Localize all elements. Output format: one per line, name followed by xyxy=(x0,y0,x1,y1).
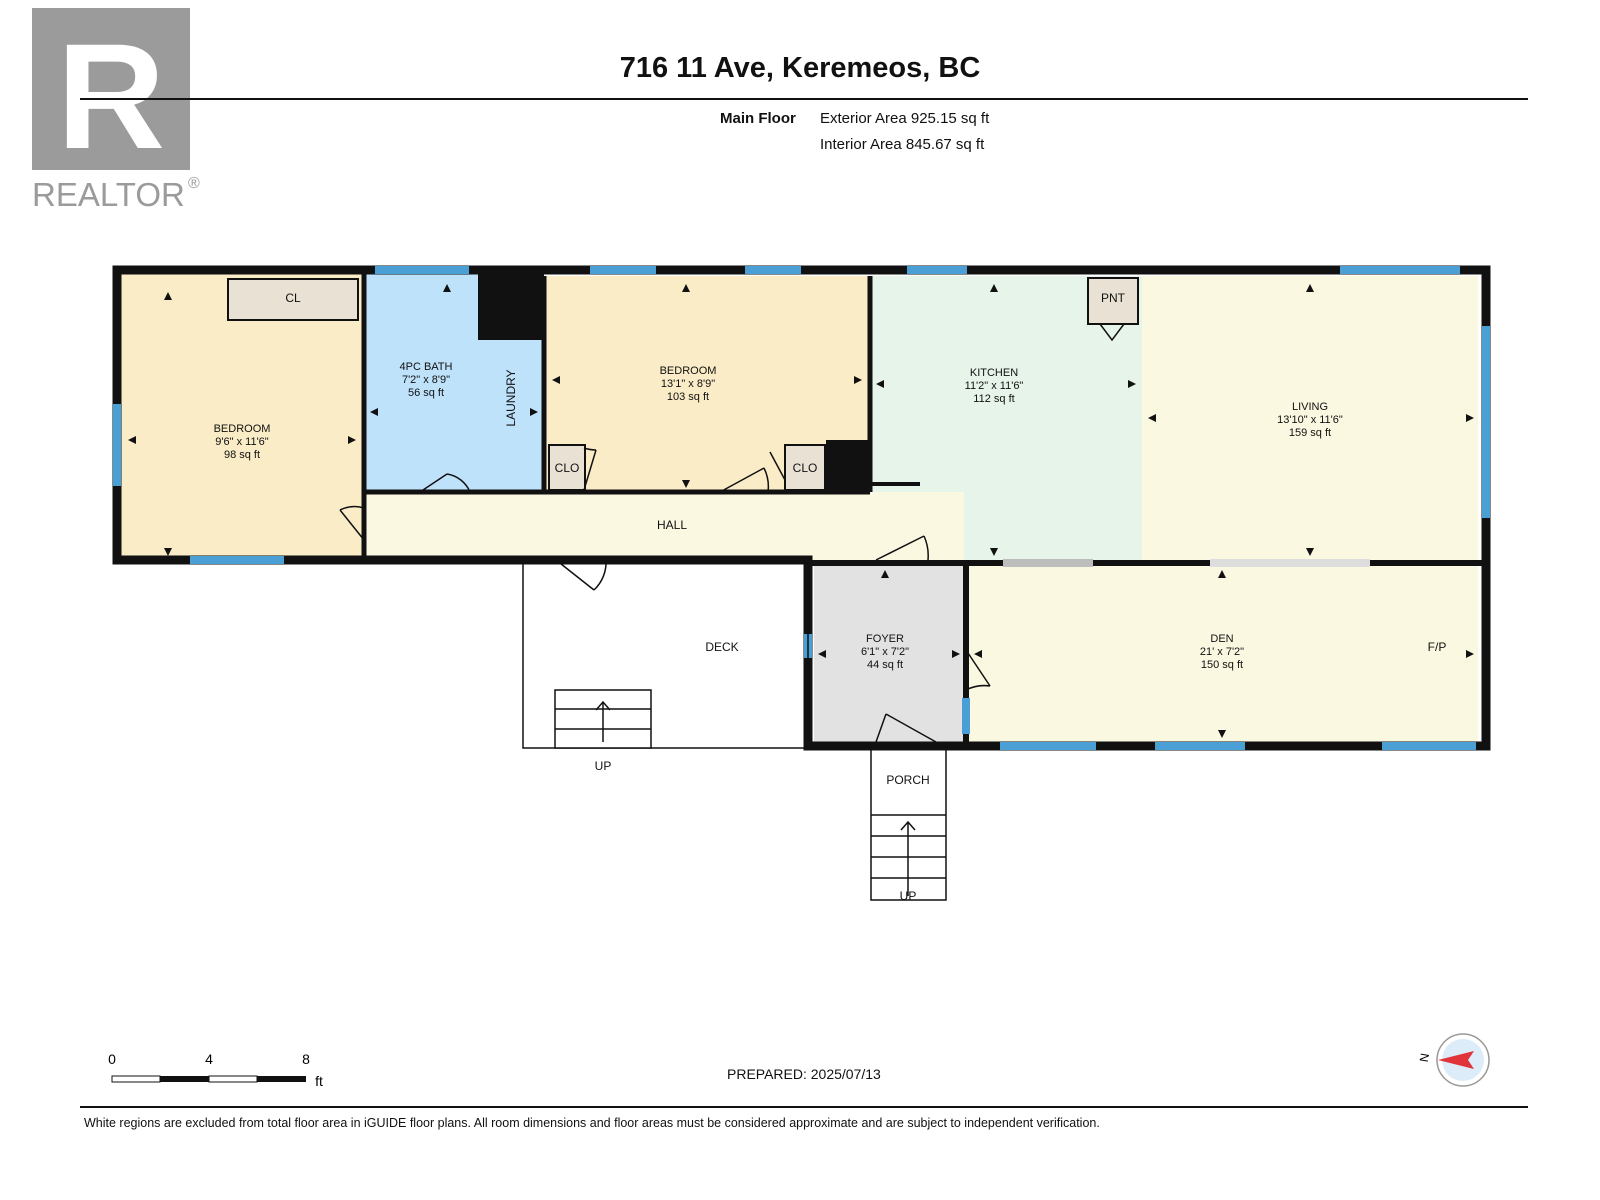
svg-text:56 sq ft: 56 sq ft xyxy=(408,387,444,399)
compass-icon: N xyxy=(1417,1033,1490,1087)
logo-letter: R xyxy=(57,12,165,180)
closet-cl xyxy=(227,278,359,321)
label-deck: DECK xyxy=(705,640,738,654)
disclaimer: White regions are excluded from total fl… xyxy=(84,1116,1100,1130)
wall-block-laundry xyxy=(478,270,544,340)
room-living xyxy=(1142,276,1478,560)
page-title: 716 11 Ave, Keremeos, BC xyxy=(619,52,981,84)
porch-outline xyxy=(870,745,947,901)
label-4pc-bath: 4PC BATH 7'2" x 8'9" 56 sq ft xyxy=(400,361,453,399)
footer-divider xyxy=(80,1106,1528,1108)
scale-tick-0: 0 xyxy=(108,1051,116,1067)
svg-text:BEDROOM: BEDROOM xyxy=(214,423,271,435)
label-kitchen: KITCHEN 11'2" x 11'6" 112 sq ft xyxy=(965,367,1024,405)
svg-text:21' x 7'2": 21' x 7'2" xyxy=(1200,646,1244,658)
svg-text:13'1" x 8'9": 13'1" x 8'9" xyxy=(661,378,715,390)
scale-tick-8: 8 xyxy=(302,1051,310,1067)
label-hall: HALL xyxy=(657,518,687,532)
svg-text:KITCHEN: KITCHEN xyxy=(970,367,1018,379)
svg-text:BEDROOM: BEDROOM xyxy=(660,365,717,377)
interior-area: Interior Area 845.67 sq ft xyxy=(820,136,985,153)
scale-unit: ft xyxy=(315,1073,323,1089)
svg-text:6'1" x 7'2": 6'1" x 7'2" xyxy=(861,646,909,658)
label-laundry: LAUNDRY xyxy=(504,369,518,426)
floor-label: Main Floor xyxy=(720,110,796,127)
svg-text:FOYER: FOYER xyxy=(866,633,904,645)
exterior-area: Exterior Area 925.15 sq ft xyxy=(820,110,990,127)
wall-block-closet xyxy=(826,440,870,492)
svg-text:112 sq ft: 112 sq ft xyxy=(973,393,1014,405)
svg-text:4PC BATH: 4PC BATH xyxy=(400,361,453,373)
logo-registered-mark: ® xyxy=(188,175,200,192)
svg-text:7'2" x 8'9": 7'2" x 8'9" xyxy=(402,374,450,386)
realtor-logo: R REALTOR ® xyxy=(32,8,200,213)
label-clo-2: CLO xyxy=(793,461,818,475)
svg-text:9'6" x 11'6": 9'6" x 11'6" xyxy=(215,436,268,448)
dimension-arrows xyxy=(128,284,1474,738)
deck-outline xyxy=(522,562,809,749)
svg-text:DEN: DEN xyxy=(1210,633,1233,645)
svg-text:13'10" x 11'6": 13'10" x 11'6" xyxy=(1277,414,1343,426)
logo-wordmark: REALTOR xyxy=(32,176,185,213)
label-living: LIVING 13'10" x 11'6" 159 sq ft xyxy=(1277,401,1343,439)
room-hall xyxy=(364,492,964,560)
prepared-date: PREPARED: 2025/07/13 xyxy=(727,1066,881,1082)
label-bedroom-2: BEDROOM 13'1" x 8'9" 103 sq ft xyxy=(660,365,717,403)
scale-bar: 0 4 8 ft xyxy=(108,1051,323,1089)
room-den xyxy=(968,566,1478,742)
label-clo-1: CLO xyxy=(555,461,580,475)
scale-tick-4: 4 xyxy=(205,1051,213,1067)
door-swings xyxy=(339,323,1125,743)
pantry xyxy=(1087,277,1139,325)
svg-text:LIVING: LIVING xyxy=(1292,401,1328,413)
svg-text:150 sq ft: 150 sq ft xyxy=(1201,659,1243,671)
svg-text:159 sq ft: 159 sq ft xyxy=(1289,427,1331,439)
label-up-deck: UP xyxy=(595,759,612,773)
label-up-porch: UP xyxy=(900,889,917,903)
header-divider xyxy=(80,98,1528,100)
logo-square xyxy=(32,8,190,170)
closet-clo-1 xyxy=(548,444,586,491)
svg-text:11'2" x 11'6": 11'2" x 11'6" xyxy=(965,380,1024,392)
room-foyer xyxy=(814,566,964,742)
label-bedroom-1: BEDROOM 9'6" x 11'6" 98 sq ft xyxy=(214,423,271,461)
label-den: DEN 21' x 7'2" 150 sq ft xyxy=(1200,633,1244,671)
svg-text:44 sq ft: 44 sq ft xyxy=(867,659,903,671)
compass-north-label: N xyxy=(1417,1052,1432,1063)
closet-clo-2 xyxy=(784,444,826,491)
svg-text:98 sq ft: 98 sq ft xyxy=(224,449,260,461)
opening-kitchen-den xyxy=(1003,559,1093,567)
label-cl: CL xyxy=(285,291,301,305)
label-foyer: FOYER 6'1" x 7'2" 44 sq ft xyxy=(861,633,909,671)
svg-text:103 sq ft: 103 sq ft xyxy=(667,391,709,403)
opening-living-den xyxy=(1210,559,1370,567)
label-pnt: PNT xyxy=(1101,291,1126,305)
porch-stairs xyxy=(871,814,946,896)
label-porch: PORCH xyxy=(886,773,929,787)
label-fireplace: F/P xyxy=(1428,640,1447,654)
